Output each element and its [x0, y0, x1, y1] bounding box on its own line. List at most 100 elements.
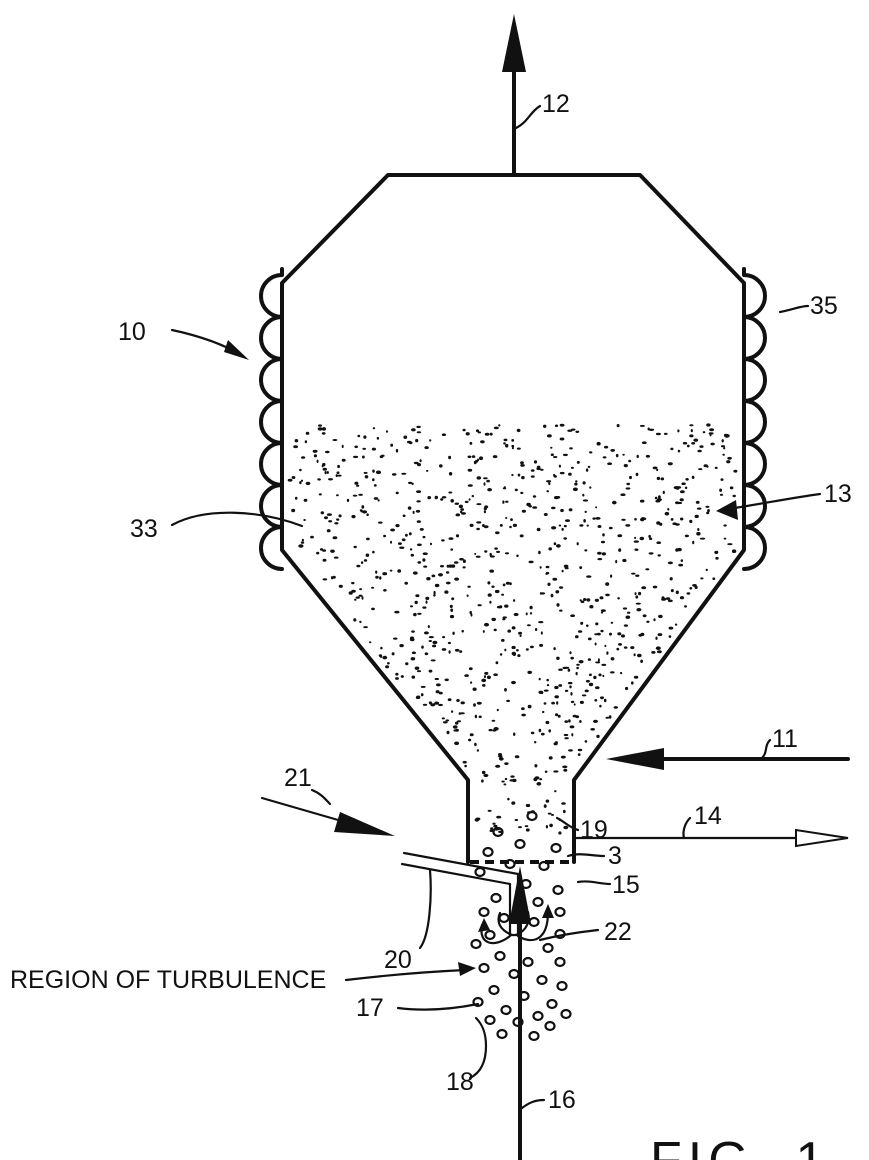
bed-particle: [564, 666, 570, 669]
bed-particle: [681, 482, 686, 486]
bed-particle: [419, 528, 424, 531]
bed-particle: [466, 594, 469, 597]
bed-particle: [372, 478, 375, 482]
bed-particle: [416, 520, 421, 523]
bed-particle: [709, 428, 715, 432]
bed-particle: [391, 473, 397, 476]
bed-particle: [543, 689, 549, 692]
bed-particle: [597, 658, 600, 662]
bed-particle: [474, 552, 477, 555]
bed-particle: [594, 598, 600, 602]
bed-particle: [641, 441, 647, 445]
bed-particle: [502, 583, 506, 587]
bed-particle: [322, 462, 326, 467]
bed-particle: [422, 703, 428, 706]
bed-particle: [538, 621, 544, 624]
bed-particle: [521, 509, 527, 513]
neck-particle: [550, 842, 562, 854]
bed-particle: [298, 544, 304, 548]
neck-particle: [496, 1028, 508, 1040]
bed-particle: [504, 604, 509, 608]
bed-particle: [469, 523, 474, 528]
bed-particle: [561, 802, 566, 805]
bed-particle: [518, 631, 523, 635]
bed-particle: [361, 505, 365, 509]
bed-particle: [336, 494, 339, 497]
bed-particle: [441, 648, 447, 651]
bed-particle: [416, 490, 422, 493]
bed-particle: [576, 542, 579, 546]
bed-particle: [623, 646, 628, 649]
bed-particle: [448, 537, 454, 540]
neck-particle: [532, 1010, 544, 1022]
bed-particle: [604, 644, 607, 648]
bed-particle: [413, 461, 419, 465]
bed-particle: [545, 799, 550, 803]
bed-particle: [594, 633, 598, 636]
bed-particle: [487, 581, 491, 585]
bed-particle: [555, 590, 560, 594]
bed-particle: [600, 609, 606, 612]
bed-particle: [563, 733, 569, 737]
bed-particle: [726, 460, 731, 464]
neck-particle: [498, 912, 510, 924]
bed-particle: [589, 605, 594, 609]
bed-particle: [455, 721, 459, 725]
bed-particle: [640, 517, 646, 521]
leader-20: [418, 868, 432, 950]
bed-particle: [470, 681, 473, 684]
bed-particle: [422, 558, 426, 562]
bed-particle: [570, 466, 574, 469]
bed-particle: [511, 444, 515, 448]
bed-particle: [548, 729, 551, 733]
bed-particle: [594, 699, 598, 702]
bed-particle: [451, 597, 455, 601]
bed-particle: [677, 429, 680, 433]
bed-particle: [489, 552, 492, 557]
label-33: 33: [130, 515, 158, 543]
bed-particle: [504, 552, 510, 555]
bed-particle: [484, 622, 489, 627]
bed-particle: [474, 742, 477, 747]
bed-particle: [667, 462, 673, 466]
bed-particle: [441, 717, 445, 720]
bed-particle: [337, 474, 342, 477]
bed-particle: [341, 444, 344, 449]
bed-particle: [682, 441, 688, 445]
bed-particle: [475, 459, 479, 463]
bed-particle: [657, 554, 661, 557]
bed-particle: [454, 577, 460, 581]
bed-particle: [571, 733, 574, 737]
bed-particle: [476, 527, 480, 531]
bed-particle: [450, 608, 454, 612]
bed-particle: [444, 590, 449, 594]
bed-particle: [554, 424, 559, 428]
bed-particle: [655, 646, 661, 650]
bed-particle: [691, 475, 695, 479]
bed-particle: [385, 665, 390, 669]
bed-particle: [353, 618, 357, 622]
bed-particle: [428, 669, 433, 673]
bed-particle: [727, 456, 732, 460]
bed-particle: [584, 549, 588, 552]
bed-particle: [316, 459, 319, 463]
bed-particle: [362, 510, 368, 514]
bed-particle: [467, 468, 473, 472]
bed-particle: [635, 602, 641, 605]
bed-particle: [577, 753, 581, 756]
bed-particle: [631, 572, 636, 575]
bed-particle: [353, 545, 357, 549]
bed-particle: [648, 552, 654, 555]
bed-particle: [371, 607, 375, 611]
bed-particle: [558, 684, 563, 687]
bed-particle: [415, 594, 420, 598]
bed-particle: [501, 638, 505, 642]
bed-particle: [670, 447, 674, 451]
bed-particle: [332, 439, 338, 441]
bed-particle: [287, 478, 293, 482]
label-12: 12: [542, 90, 570, 118]
bed-particle: [385, 430, 389, 433]
neck-particle: [556, 980, 568, 992]
bed-particle: [589, 451, 593, 454]
